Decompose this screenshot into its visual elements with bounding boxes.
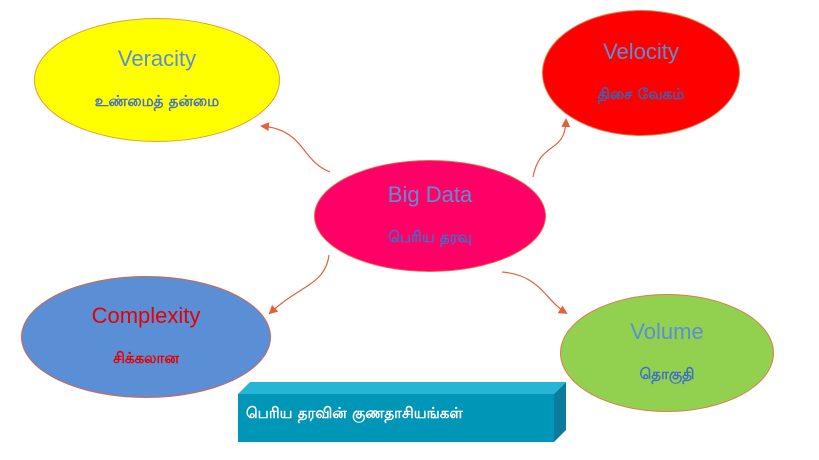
volume-tamil-label: தொகுதி [639, 365, 695, 383]
big-data-center-node: Big Data பெரிய தரவு [314, 160, 546, 272]
caption-box: பெரிய தரவின் குணதாசியங்கள் [238, 382, 566, 442]
veracity-tamil-label: உண்மைத் தன்மை [94, 92, 220, 110]
big-data-label: Big Data [387, 182, 473, 207]
connector-to-velocity [532, 118, 571, 178]
velocity-tamil-label: திசை வேகம் [597, 85, 685, 103]
complexity-label: Complexity [91, 303, 201, 328]
volume-node: Volume தொகுதி [560, 294, 774, 412]
connector-to-veracity [260, 122, 331, 173]
velocity-node: Velocity திசை வேகம் [542, 10, 740, 136]
complexity-node: Complexity சிக்கலான [21, 276, 271, 398]
veracity-node: Veracity உண்மைத் தன்மை [34, 18, 280, 142]
connector-to-volume [501, 271, 568, 315]
veracity-label: Veracity [117, 46, 197, 71]
connector-to-complexity [268, 254, 330, 315]
caption-box-shape [238, 382, 566, 442]
caption-text: பெரிய தரவின் குணதாசியங்கள் [246, 404, 463, 422]
big-data-tamil-label: பெரிய தரவு [388, 228, 472, 246]
velocity-label: Velocity [603, 39, 679, 64]
volume-label: Volume [630, 319, 704, 344]
complexity-tamil-label: சிக்கலான [113, 349, 179, 367]
